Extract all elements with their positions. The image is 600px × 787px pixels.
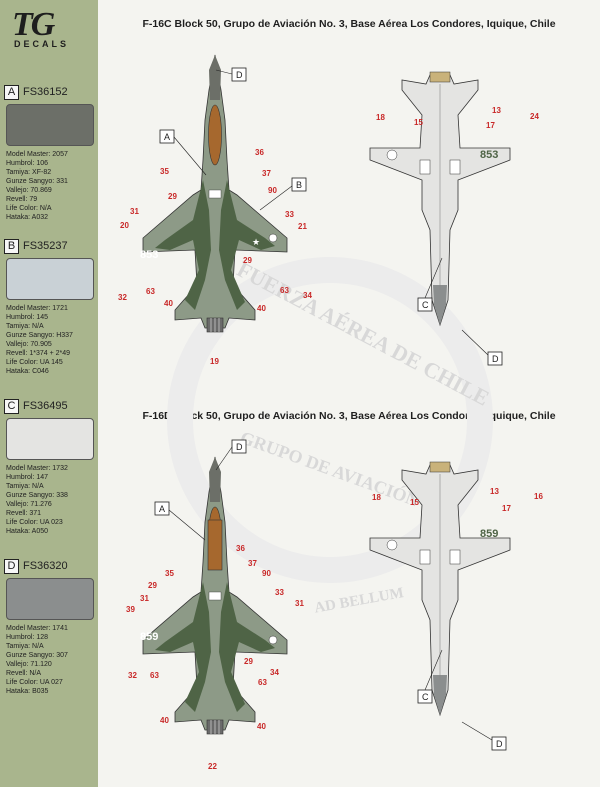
svg-text:15: 15 <box>410 498 419 507</box>
svg-text:90: 90 <box>262 569 271 578</box>
svg-text:63: 63 <box>280 286 289 295</box>
svg-text:32: 32 <box>118 293 127 302</box>
svg-text:16: 16 <box>534 492 543 501</box>
svg-text:22: 22 <box>208 762 217 771</box>
svg-text:13: 13 <box>490 487 499 496</box>
svg-text:39: 39 <box>126 605 135 614</box>
svg-text:D: D <box>492 354 499 364</box>
svg-text:40: 40 <box>257 722 266 731</box>
svg-text:63: 63 <box>146 287 155 296</box>
serial-853-left: 853 <box>140 249 158 261</box>
svg-text:34: 34 <box>303 291 312 300</box>
svg-text:63: 63 <box>150 671 159 680</box>
roundel-star: ★ <box>252 237 260 247</box>
svg-text:29: 29 <box>148 581 157 590</box>
svg-text:B: B <box>296 180 302 190</box>
svg-text:33: 33 <box>285 210 294 219</box>
svg-text:20: 20 <box>120 221 129 230</box>
svg-text:31: 31 <box>140 594 149 603</box>
svg-text:31: 31 <box>130 207 139 216</box>
svg-text:35: 35 <box>165 569 174 578</box>
svg-text:34: 34 <box>270 668 279 677</box>
svg-text:35: 35 <box>160 167 169 176</box>
svg-text:D: D <box>236 442 243 452</box>
svg-text:13: 13 <box>492 106 501 115</box>
svg-text:21: 21 <box>298 222 307 231</box>
svg-text:D: D <box>236 70 243 80</box>
svg-text:40: 40 <box>257 304 266 313</box>
serial-859-left: 859 <box>140 631 158 643</box>
svg-text:17: 17 <box>502 504 511 513</box>
svg-text:40: 40 <box>164 299 173 308</box>
svg-text:19: 19 <box>210 357 219 366</box>
svg-text:32: 32 <box>128 671 137 680</box>
svg-text:15: 15 <box>414 118 423 127</box>
f16d-top-view <box>142 456 288 735</box>
svg-text:29: 29 <box>244 657 253 666</box>
svg-text:37: 37 <box>248 559 257 568</box>
svg-text:18: 18 <box>372 493 381 502</box>
svg-text:31: 31 <box>295 599 304 608</box>
svg-text:29: 29 <box>243 256 252 265</box>
svg-text:A: A <box>164 132 170 142</box>
svg-text:90: 90 <box>268 186 277 195</box>
decal-numbers: 36 35 37 90 29 31 20 33 21 29 63 63 32 3… <box>118 106 543 771</box>
svg-text:C: C <box>422 300 429 310</box>
svg-text:40: 40 <box>160 716 169 725</box>
svg-text:17: 17 <box>486 121 495 130</box>
svg-text:37: 37 <box>262 169 271 178</box>
title-f16c: F-16C Block 50, Grupo de Aviación No. 3,… <box>142 18 556 30</box>
color-swatch <box>6 578 94 620</box>
svg-text:C: C <box>422 692 429 702</box>
color-swatch <box>6 258 94 300</box>
svg-text:AD BELLUM: AD BELLUM <box>313 585 405 616</box>
f16d-twin-canopy <box>207 519 223 571</box>
svg-text:36: 36 <box>236 544 245 553</box>
svg-text:33: 33 <box>275 588 284 597</box>
serial-859-lower: 859 <box>480 528 498 540</box>
svg-text:29: 29 <box>168 192 177 201</box>
svg-text:18: 18 <box>376 113 385 122</box>
color-swatch <box>6 104 94 146</box>
svg-text:D: D <box>496 739 503 749</box>
svg-text:36: 36 <box>255 148 264 157</box>
color-callouts: D A B C D D A C D <box>154 67 507 751</box>
svg-text:24: 24 <box>530 112 539 121</box>
tg-decals-logo: TG DECALS <box>12 6 70 49</box>
svg-text:A: A <box>159 504 165 514</box>
title-f16d: F-16D Block 50, Grupo de Aviación No. 3,… <box>142 410 556 422</box>
serial-853-lower: 853 <box>480 149 498 161</box>
color-swatch <box>6 418 94 460</box>
svg-text:63: 63 <box>258 678 267 687</box>
svg-text:GRUPO DE AVIACIÓN: GRUPO DE AVIACIÓN <box>238 426 423 510</box>
